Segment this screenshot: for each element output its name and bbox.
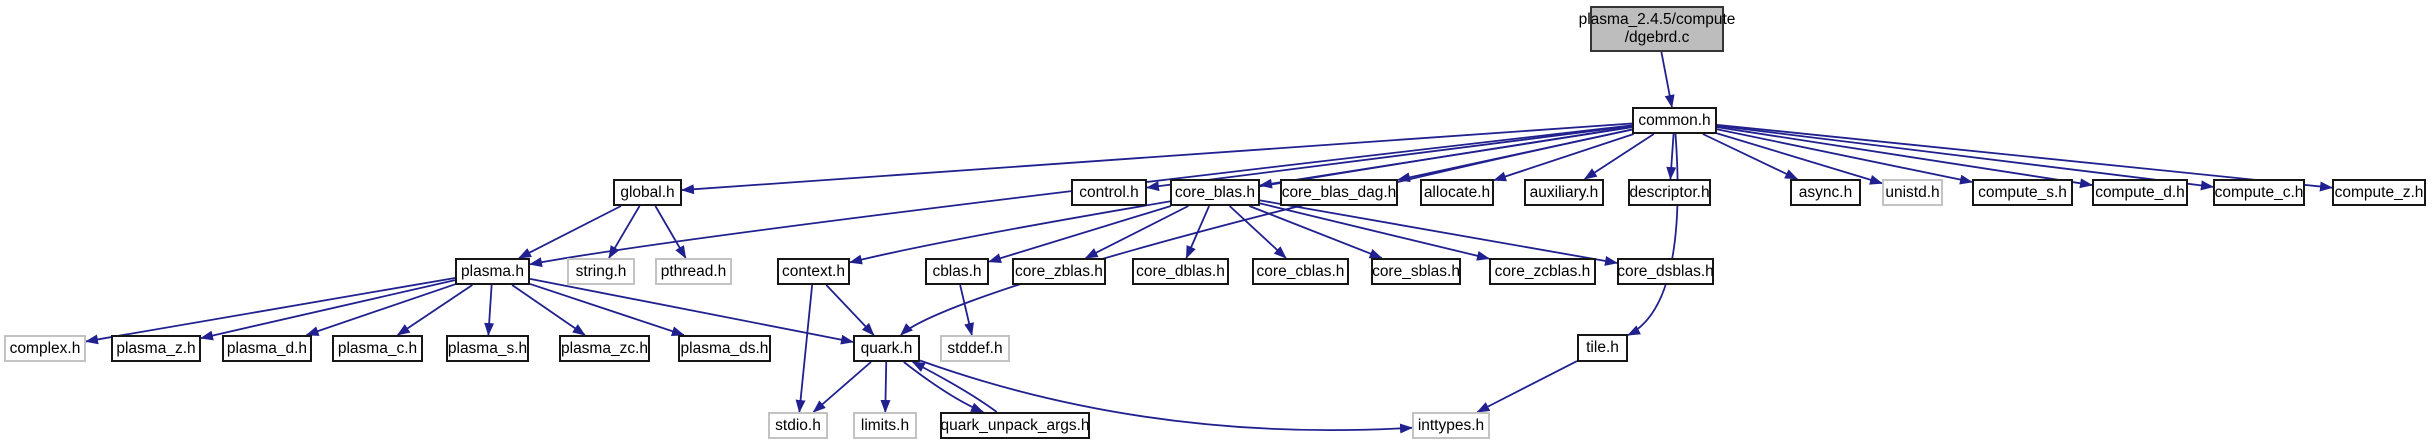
node-quark[interactable]: quark.h: [853, 335, 920, 362]
node-plasma_ds[interactable]: plasma_ds.h: [678, 335, 771, 362]
edge-plasma-to-quark: [529, 277, 854, 345]
edge-core_blas-to-core_zcblas: [1259, 202, 1490, 261]
node-unistd: unistd.h: [1882, 179, 1943, 206]
edge-core_blas-to-core_cblas: [1228, 205, 1287, 259]
edge-plasma-to-plasma_d: [305, 283, 456, 336]
edge-plasma-to-plasma_s: [484, 284, 495, 336]
edge-common-to-allocate: [1493, 133, 1635, 182]
node-descriptor[interactable]: descriptor.h: [1628, 179, 1711, 206]
node-compute_c[interactable]: compute_c.h: [2213, 179, 2305, 206]
edge-common-to-core_blas: [1259, 126, 1633, 189]
node-core_zblas[interactable]: core_zblas.h: [1012, 258, 1106, 285]
edge-common-to-descriptor: [1666, 133, 1677, 180]
edge-plasma-to-plasma_c: [396, 284, 473, 336]
edge-plasma-to-complex: [85, 277, 456, 345]
edge-common-to-compute_d: [1716, 126, 2093, 189]
edge-context-to-quark: [825, 284, 875, 336]
edge-core_blas-to-core_zblas: [1084, 205, 1189, 259]
edge-plasma-to-plasma_ds: [529, 283, 685, 336]
edge-common-to-quark: [900, 128, 1633, 336]
node-limits: limits.h: [853, 412, 917, 439]
node-async[interactable]: async.h: [1790, 179, 1861, 206]
edge-common-to-core_blas_dag: [1397, 128, 1633, 183]
node-core_dblas[interactable]: core_dblas.h: [1132, 258, 1229, 285]
node-global[interactable]: global.h: [613, 179, 682, 206]
edge-common-to-compute_c: [1716, 124, 2214, 191]
node-plasma_z[interactable]: plasma_z.h: [111, 335, 201, 362]
edge-quark-to-stdio: [812, 361, 872, 413]
node-dgebrd: plasma_2.4.5/compute /dgebrd.c: [1579, 6, 1735, 52]
node-stddef: stddef.h: [940, 335, 1010, 362]
node-pthread: pthread.h: [655, 258, 732, 285]
edge-context-to-stdio: [795, 284, 814, 413]
node-compute_d[interactable]: compute_d.h: [2092, 179, 2188, 206]
edge-tile-to-inttypes: [1476, 360, 1578, 413]
edge-core_blas-to-core_dblas: [1185, 205, 1210, 259]
node-core_sblas[interactable]: core_sblas.h: [1371, 258, 1461, 285]
edge-plasma-to-plasma_zc: [511, 284, 586, 336]
edge-common-to-async: [1702, 133, 1799, 180]
edge-core_blas-to-cblas: [988, 205, 1172, 263]
edge-quark_unpack_args-to-quark: [911, 361, 998, 413]
node-core_zcblas[interactable]: core_zcblas.h: [1489, 258, 1596, 285]
node-plasma_d[interactable]: plasma_d.h: [222, 335, 312, 362]
node-inttypes: inttypes.h: [1412, 412, 1490, 439]
edge-quark-to-limits: [880, 361, 891, 413]
node-core_dsblas[interactable]: core_dsblas.h: [1617, 258, 1714, 285]
node-core_cblas[interactable]: core_cblas.h: [1252, 258, 1349, 285]
node-core_blas_dag[interactable]: core_blas_dag.h: [1280, 179, 1398, 206]
node-cblas[interactable]: cblas.h: [925, 258, 989, 285]
node-compute_s[interactable]: compute_s.h: [1972, 179, 2073, 206]
node-auxiliary[interactable]: auxiliary.h: [1524, 179, 1604, 206]
edge-cblas-to-stddef: [959, 284, 974, 336]
node-plasma[interactable]: plasma.h: [455, 258, 530, 285]
edge-plasma-to-plasma_z: [200, 279, 456, 341]
edge-global-to-string: [608, 205, 641, 259]
edge-common-to-tile: [1627, 133, 1679, 336]
edge-core_blas-to-core_dsblas: [1259, 199, 1618, 266]
node-stdio: stdio.h: [768, 412, 828, 439]
node-control[interactable]: control.h: [1071, 179, 1147, 206]
node-complex: complex.h: [4, 335, 86, 362]
edge-global-to-plasma: [518, 205, 622, 259]
node-context[interactable]: context.h: [777, 258, 850, 285]
edge-common-to-compute_s: [1716, 128, 1973, 185]
edge-core_blas-to-core_sblas: [1249, 205, 1383, 259]
node-core_blas[interactable]: core_blas.h: [1170, 179, 1260, 206]
node-plasma_c[interactable]: plasma_c.h: [332, 335, 423, 362]
edge-quark-to-quark_unpack_args: [903, 361, 985, 413]
node-tile[interactable]: tile.h: [1577, 334, 1628, 362]
edge-common-to-unistd: [1716, 132, 1883, 185]
edge-dgebrd-to-common: [1660, 51, 1675, 108]
node-quark_unpack_args[interactable]: quark_unpack_args.h: [940, 412, 1090, 439]
node-plasma_zc[interactable]: plasma_zc.h: [559, 335, 650, 362]
node-allocate[interactable]: allocate.h: [1420, 179, 1494, 206]
node-compute_z[interactable]: compute_z.h: [2332, 179, 2426, 206]
edge-global-to-pthread: [654, 205, 687, 259]
node-plasma_s[interactable]: plasma_s.h: [446, 335, 529, 362]
node-common[interactable]: common.h: [1632, 107, 1717, 134]
edge-common-to-auxiliary: [1583, 133, 1655, 180]
node-string: string.h: [567, 258, 635, 285]
